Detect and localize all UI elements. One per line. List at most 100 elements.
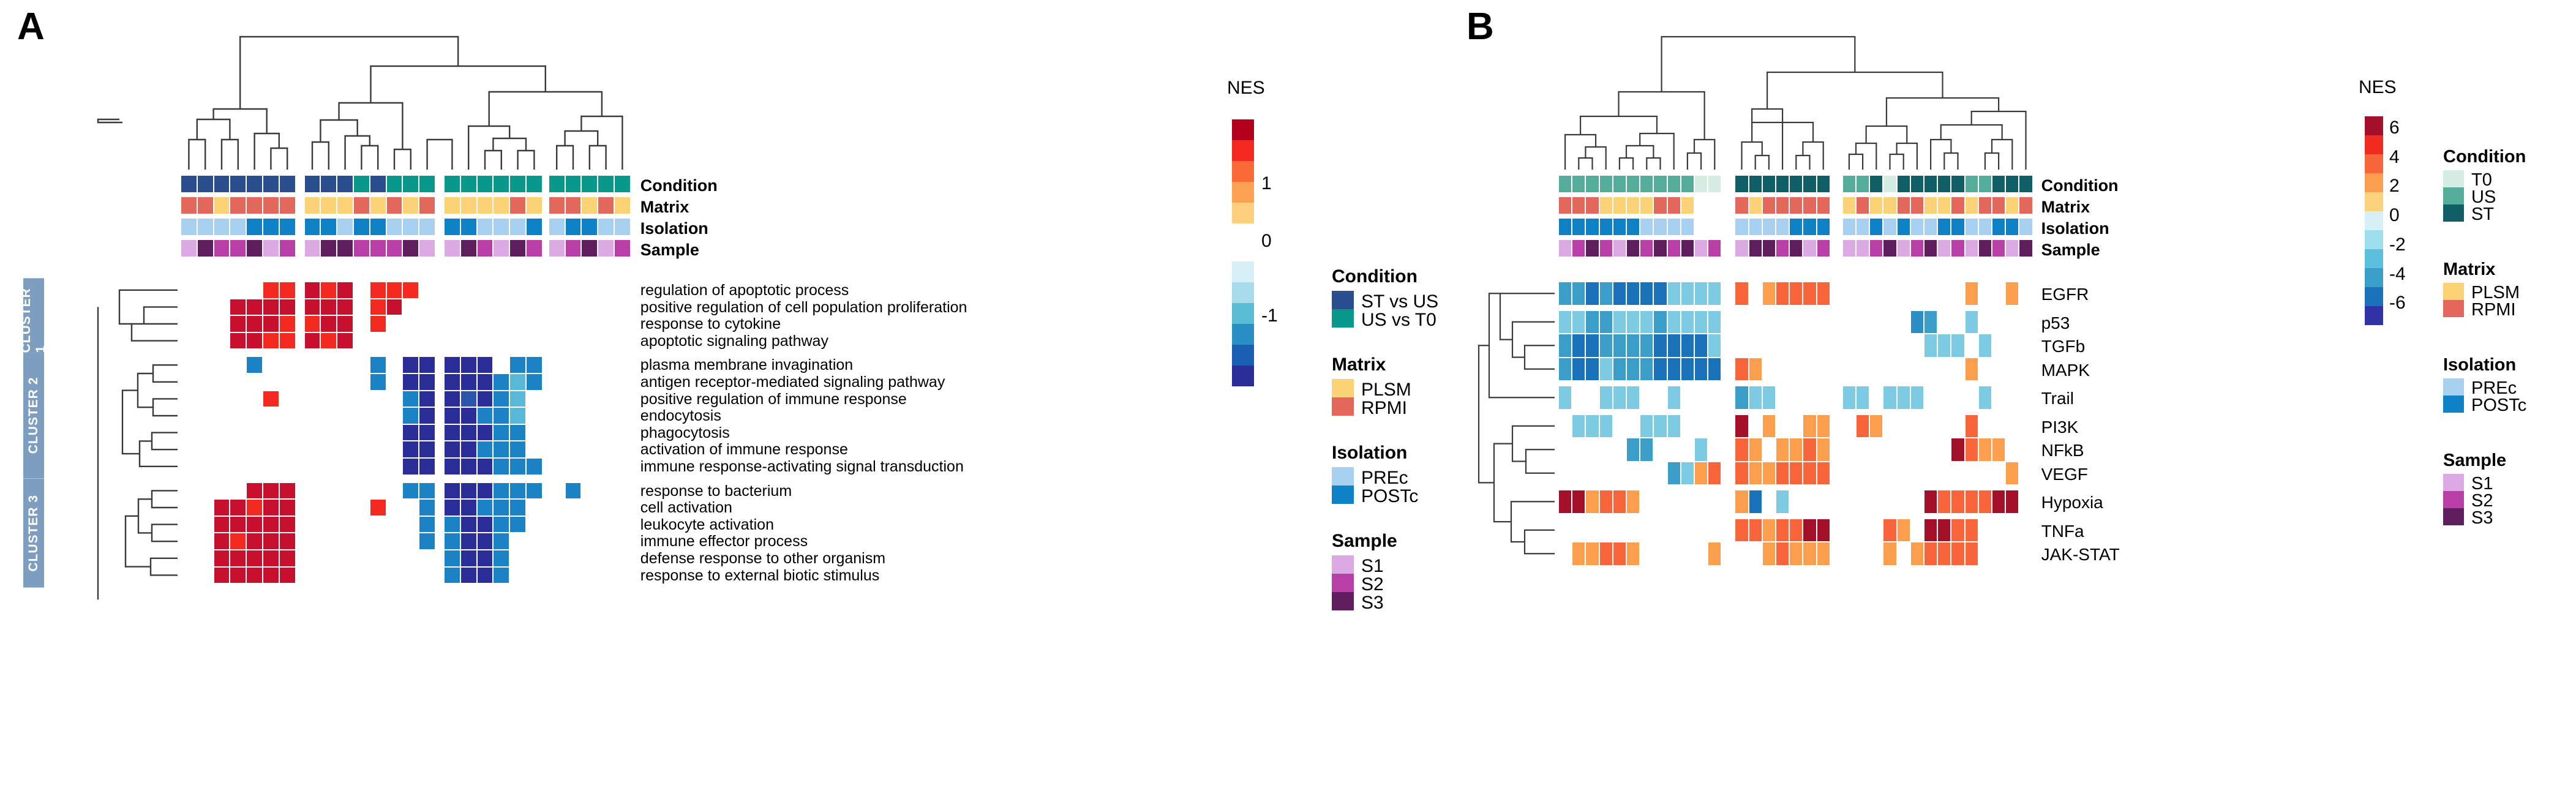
annotation-cell xyxy=(1680,175,1694,193)
colorbar-tick-neg2: -2 xyxy=(2389,234,2406,255)
colorbar-tick-0: 0 xyxy=(2389,205,2400,226)
annotation-cell xyxy=(1667,197,1681,214)
annotation-cell xyxy=(181,175,197,193)
heatmap-cell xyxy=(493,566,510,584)
legend-label-rpmi: RPMI xyxy=(2471,300,2516,320)
colorbar-segment xyxy=(1232,182,1254,203)
annotation-cell xyxy=(1951,175,1965,193)
heatmap-cell xyxy=(1816,414,1830,438)
legend-swatch-plsm xyxy=(1332,379,1354,397)
heatmap-cell xyxy=(304,332,321,350)
annotation-cell xyxy=(419,218,435,236)
annotation-row-label-condition: Condition xyxy=(640,176,718,195)
heatmap-cell xyxy=(230,566,247,584)
annotation-cell xyxy=(2019,218,2033,236)
annotation-cell xyxy=(1896,218,1910,236)
annotation-cell xyxy=(1910,197,1924,214)
annotation-cell xyxy=(1816,197,1830,214)
heatmap-cell xyxy=(369,499,386,516)
heatmap-cell xyxy=(1803,414,1817,438)
annotation-cell xyxy=(1612,218,1626,236)
colorbar-tick-neg1: -1 xyxy=(1261,306,1278,326)
annotation-cell xyxy=(1626,239,1640,257)
heatmap-cell xyxy=(320,315,337,332)
heatmap-cell xyxy=(230,550,247,567)
heatmap-cell xyxy=(1803,282,1817,306)
heatmap-row-label: response to cytokine xyxy=(640,315,781,333)
annotation-cell xyxy=(1910,239,1924,257)
heatmap-cell xyxy=(419,516,435,533)
heatmap-cell xyxy=(1667,357,1681,381)
annotation-cell xyxy=(460,175,477,193)
heatmap-cell xyxy=(419,482,435,500)
annotation-cell xyxy=(565,197,582,214)
heatmap-cell xyxy=(1640,310,1654,334)
annotation-cell xyxy=(197,175,214,193)
annotation-cell xyxy=(598,197,614,214)
heatmap-cell xyxy=(444,458,460,475)
heatmap-cell xyxy=(1869,414,1883,438)
colorbar-tick-neg6: -6 xyxy=(2389,293,2406,313)
annotation-cell xyxy=(230,218,247,236)
annotation-cell xyxy=(476,175,494,193)
annotation-cell xyxy=(1640,239,1654,257)
colorbar-segment xyxy=(2365,211,2383,230)
heatmap-cell xyxy=(263,516,279,533)
heatmap-cell xyxy=(493,516,510,533)
heatmap-cell xyxy=(1951,490,1965,514)
legend-title-matrix: Matrix xyxy=(2443,260,2496,279)
heatmap-cell xyxy=(1680,310,1694,334)
heatmap-cell xyxy=(476,441,494,458)
heatmap-cell xyxy=(1762,282,1776,306)
legend-swatch-us xyxy=(2443,187,2464,204)
heatmap-cell xyxy=(493,533,510,550)
heatmap-cell xyxy=(1667,310,1681,334)
heatmap-row-label: response to external biotic stimulus xyxy=(640,566,880,584)
heatmap-cell xyxy=(1803,542,1817,566)
annotation-cell xyxy=(1572,239,1586,257)
heatmap-cell xyxy=(509,499,526,516)
annotation-cell xyxy=(1653,218,1667,236)
heatmap-cell xyxy=(476,516,494,533)
colorbar-tick-4: 4 xyxy=(2389,146,2400,167)
legend-label-s2: S2 xyxy=(1361,574,1384,595)
heatmap-row-label: positive regulation of immune response xyxy=(640,390,907,408)
annotation-cell xyxy=(320,197,337,214)
heatmap-cell xyxy=(460,458,477,475)
annotation-cell xyxy=(1896,239,1910,257)
annotation-cell xyxy=(1951,197,1965,214)
annotation-cell xyxy=(263,175,279,193)
heatmap-cell xyxy=(1572,282,1586,306)
heatmap-cell xyxy=(1626,310,1640,334)
heatmap-cell xyxy=(1735,282,1749,306)
heatmap-cell xyxy=(1558,282,1572,306)
heatmap-cell xyxy=(419,407,435,424)
annotation-cell xyxy=(1626,197,1640,214)
heatmap-row-label: activation of immune response xyxy=(640,441,848,459)
heatmap-cell xyxy=(279,499,296,516)
heatmap-cell xyxy=(1694,310,1708,334)
heatmap-cell xyxy=(1803,438,1817,462)
annotation-cell xyxy=(402,197,419,214)
colorbar-segment xyxy=(1232,345,1254,366)
heatmap-cell xyxy=(230,332,247,350)
heatmap-cell xyxy=(1585,414,1599,438)
heatmap-cell xyxy=(1680,334,1694,358)
heatmap-cell xyxy=(1816,438,1830,462)
annotation-cell xyxy=(230,239,247,257)
heatmap-cell xyxy=(1558,357,1572,381)
heatmap-cell xyxy=(1599,490,1613,514)
heatmap-cell xyxy=(444,373,460,391)
heatmap-cell xyxy=(263,566,279,584)
heatmap-cell xyxy=(246,356,263,373)
heatmap-cell xyxy=(444,407,460,424)
heatmap-cell xyxy=(1816,542,1830,566)
heatmap-cell xyxy=(1776,438,1790,462)
legend-swatch-t0 xyxy=(2443,170,2464,187)
annotation-cell xyxy=(1842,175,1856,193)
heatmap-cell xyxy=(230,298,247,316)
heatmap-row-label: leukocyte activation xyxy=(640,516,774,533)
annotation-row-label-matrix: Matrix xyxy=(640,198,689,216)
legend-swatch-plsm xyxy=(2443,283,2464,300)
